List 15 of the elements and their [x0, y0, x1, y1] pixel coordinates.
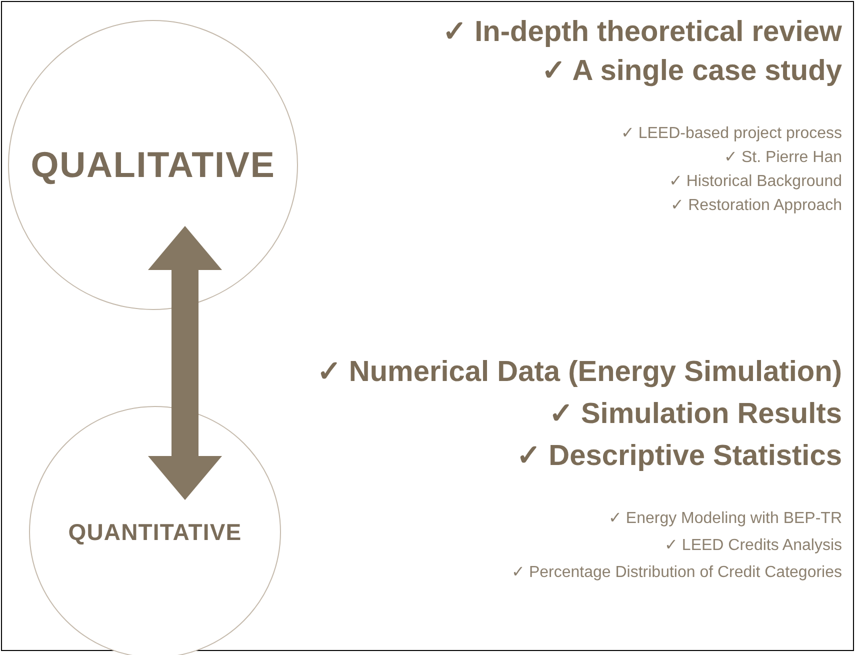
- list-item: ✓ LEED Credits Analysis: [664, 536, 842, 556]
- list-item: ✓ Restoration Approach: [670, 196, 842, 216]
- heading-text: ✓ Descriptive Statistics: [516, 439, 842, 474]
- list-item: ✓ Energy Modeling with BEP-TR: [608, 509, 842, 529]
- circle-label: QUANTITATIVE: [68, 518, 242, 547]
- list-item: ✓ St. Pierre Han: [724, 148, 842, 168]
- double-arrow: [148, 226, 222, 500]
- circle-label: QUALITATIVE: [30, 143, 276, 187]
- heading-text: ✓ Numerical Data (Energy Simulation): [316, 355, 842, 390]
- heading-text: ✓ Simulation Results: [548, 397, 842, 432]
- heading-text: ✓ A single case study: [541, 54, 842, 89]
- heading-text: ✓ In-depth theoretical review: [442, 15, 842, 50]
- list-item: ✓ LEED-based project process: [620, 124, 842, 144]
- list-item: ✓ Percentage Distribution of Credit Categories: [512, 563, 842, 583]
- list-item: ✓ Historical Background: [668, 172, 842, 192]
